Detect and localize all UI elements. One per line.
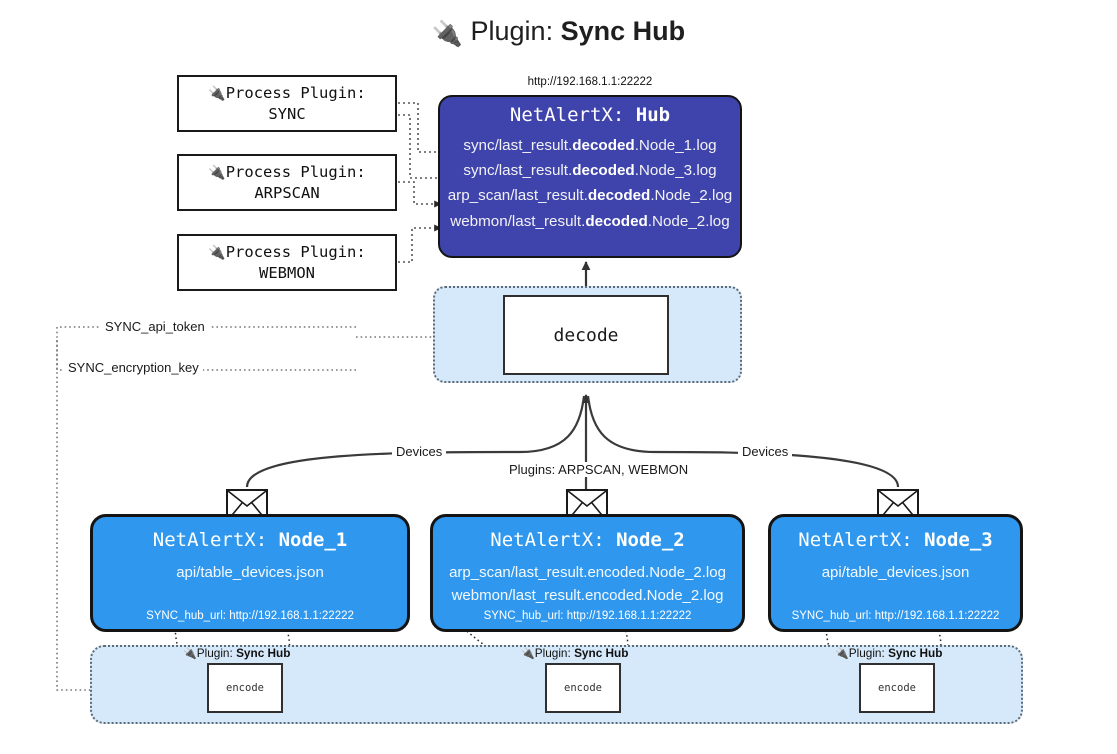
page-title: 🔌 Plugin: Sync Hub	[0, 16, 1117, 49]
hub-log-line: arp_scan/last_result.decoded.Node_2.log	[440, 183, 740, 208]
node-title-prefix: NetAlertX:	[490, 529, 605, 551]
edge-label-devices-right: Devices	[738, 444, 793, 459]
node-title: NetAlertX: Node_2	[433, 529, 742, 551]
process-plugin-label: Process Plugin:	[225, 84, 366, 103]
encode-box-node-2[interactable]: encode	[545, 663, 621, 713]
log-pre: sync/last_result.	[463, 137, 573, 154]
hub-log-line: sync/last_result.decoded.Node_1.log	[440, 133, 740, 158]
process-plugin-arpscan[interactable]: 🔌Process Plugin: ARPSCAN	[177, 154, 397, 211]
encoder-caption-node-3: 🔌Plugin: Sync Hub	[835, 646, 942, 660]
plug-icon: 🔌	[208, 165, 226, 182]
plug-icon: 🔌	[835, 648, 849, 660]
encode-box-node-3[interactable]: encode	[859, 663, 935, 713]
process-plugin-sync[interactable]: 🔌Process Plugin: SYNC	[177, 75, 397, 132]
plug-icon: 🔌	[431, 20, 463, 48]
edge-label-plugins: Plugins: ARPSCAN, WEBMON	[505, 462, 693, 477]
hub-log-line: sync/last_result.decoded.Node_3.log	[440, 158, 740, 183]
node-title-name: Node_1	[278, 529, 348, 551]
process-plugin-name: SYNC	[268, 104, 306, 123]
hub-url-label: http://192.168.1.1:22222	[527, 76, 653, 88]
hub-log-line: webmon/last_result.decoded.Node_2.log	[440, 209, 740, 234]
title-name: Sync Hub	[560, 16, 686, 46]
plug-icon: 🔌	[183, 648, 197, 660]
node-box-node-2[interactable]: NetAlertX: Node_2 arp_scan/last_result.e…	[430, 514, 745, 632]
node-line: api/table_devices.json	[176, 564, 324, 581]
process-plugin-name: WEBMON	[259, 263, 315, 282]
encoder-caption-name: Sync Hub	[574, 646, 629, 660]
process-plugin-label: Process Plugin:	[225, 243, 366, 262]
node-title-prefix: NetAlertX:	[798, 529, 913, 551]
node-footer: SYNC_hub_url: http://192.168.1.1:22222	[146, 610, 354, 622]
node-box-node-3[interactable]: NetAlertX: Node_3 api/table_devices.json…	[768, 514, 1023, 632]
log-post: .Node_1.log	[634, 137, 717, 154]
plug-icon: 🔌	[208, 245, 226, 262]
decode-box[interactable]: decode	[503, 295, 669, 375]
encoder-caption-node-1: 🔌Plugin: Sync Hub	[183, 646, 290, 660]
plug-icon: 🔌	[521, 648, 535, 660]
log-emphasis: decoded	[572, 137, 635, 154]
node-line: arp_scan/last_result.encoded.Node_2.log	[449, 564, 726, 581]
encoder-caption-prefix: Plugin:	[534, 646, 571, 660]
node-footer: SYNC_hub_url: http://192.168.1.1:22222	[791, 610, 1000, 622]
encoder-caption-node-2: 🔌Plugin: Sync Hub	[521, 646, 628, 660]
encoder-caption-prefix: Plugin:	[848, 646, 885, 660]
node-box-node-1[interactable]: NetAlertX: Node_1 api/table_devices.json…	[90, 514, 410, 632]
node-line: webmon/last_result.encoded.Node_2.log	[451, 587, 724, 605]
node-line: api/table_devices.json	[821, 564, 970, 581]
node-title-name: Node_3	[924, 529, 993, 551]
node-title-prefix: NetAlertX:	[152, 529, 268, 551]
log-pre: webmon/last_result.	[450, 212, 586, 230]
hub-title-prefix: NetAlertX:	[509, 104, 625, 126]
process-plugin-name: ARPSCAN	[254, 183, 320, 202]
edge-label-devices-left: Devices	[392, 444, 447, 459]
edge-label-encryption-key: SYNC_encryption_key	[64, 360, 203, 375]
node-footer: SYNC_hub_url: http://192.168.1.1:22222	[483, 610, 692, 622]
encoder-caption-prefix: Plugin:	[196, 646, 233, 660]
node-title: NetAlertX: Node_3	[771, 529, 1020, 551]
title-prefix: Plugin:	[470, 16, 554, 46]
node-title-name: Node_2	[616, 529, 685, 551]
log-pre: arp_scan/last_result.	[447, 187, 588, 205]
encoder-caption-name: Sync Hub	[888, 646, 943, 660]
log-emphasis: decoded	[585, 212, 648, 230]
edge-label-api-token: SYNC_api_token	[101, 319, 209, 334]
process-plugin-webmon[interactable]: 🔌Process Plugin: WEBMON	[177, 234, 397, 291]
log-pre: sync/last_result.	[463, 162, 573, 180]
hub-node[interactable]: NetAlertX: Hub sync/last_result.decoded.…	[438, 95, 742, 258]
hub-title: NetAlertX: Hub	[440, 104, 740, 126]
encode-box-node-1[interactable]: encode	[207, 663, 283, 713]
encoder-caption-name: Sync Hub	[236, 646, 291, 660]
hub-title-name: Hub	[635, 104, 671, 126]
log-emphasis: decoded	[587, 187, 651, 205]
node-title: NetAlertX: Node_1	[93, 529, 407, 551]
process-plugin-label: Process Plugin:	[225, 163, 366, 182]
plug-icon: 🔌	[208, 86, 226, 103]
log-post: .Node_2.log	[650, 187, 733, 205]
log-post: .Node_3.log	[634, 162, 717, 180]
log-post: .Node_2.log	[647, 212, 730, 230]
log-emphasis: decoded	[572, 162, 635, 180]
